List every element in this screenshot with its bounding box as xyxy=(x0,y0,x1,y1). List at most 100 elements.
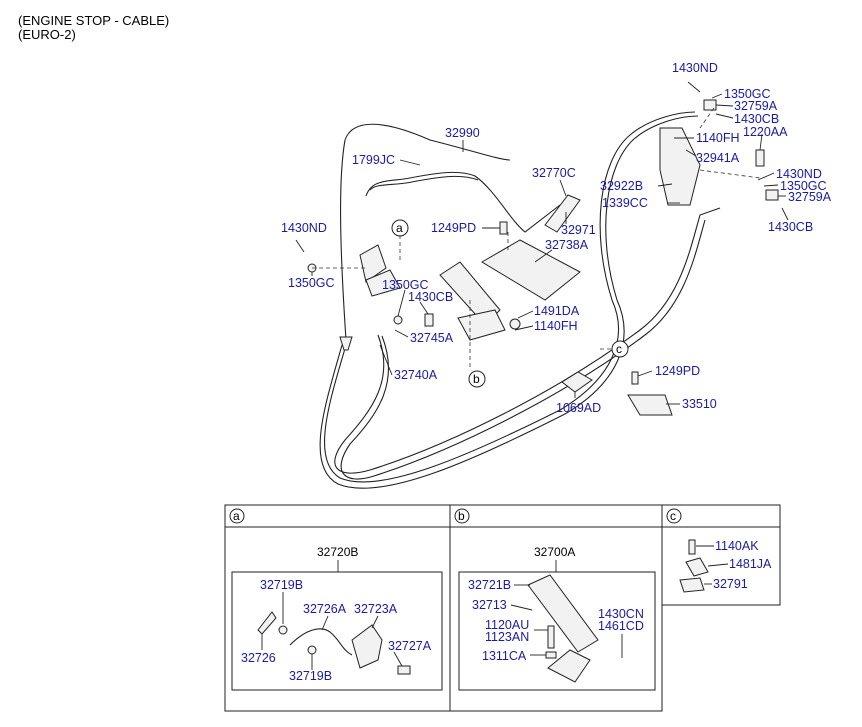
cable-32740a-outer xyxy=(340,219,706,480)
part-labels: 1430ND 1350GC 32759A 1430CB 1140FH 1220A… xyxy=(281,61,832,415)
detail-c-bracket xyxy=(679,577,705,593)
label-32941a[interactable]: 32941A xyxy=(696,151,740,165)
label-32922b[interactable]: 32922B xyxy=(600,179,643,193)
detail-b-frame xyxy=(449,504,663,712)
callouts: a b c xyxy=(391,219,629,388)
label-32759a-top[interactable]: 32759A xyxy=(734,99,778,113)
label-1430cb-right[interactable]: 1430CB xyxy=(768,220,813,234)
label-1311ca[interactable]: 1311CA xyxy=(482,649,527,663)
diagram-title: (ENGINE STOP - CABLE) xyxy=(18,13,170,28)
detail-b-assembly[interactable]: 32700A xyxy=(534,545,575,559)
bolt-1220aa xyxy=(755,149,765,167)
label-1799jc[interactable]: 1799JC xyxy=(352,153,395,167)
diagram-subtitle: (EURO-2) xyxy=(18,27,76,42)
label-32726[interactable]: 32726 xyxy=(241,651,276,665)
label-1481ja[interactable]: 1481JA xyxy=(729,557,772,571)
bracket-33510 xyxy=(627,394,673,416)
detail-c-tag-circle xyxy=(666,508,682,524)
detail-a-pin xyxy=(397,665,411,675)
label-32740a[interactable]: 32740A xyxy=(394,368,438,382)
detail-b-tag-circle xyxy=(454,508,470,524)
callout-a-text: a xyxy=(396,221,403,235)
label-32727a[interactable]: 32727A xyxy=(388,639,432,653)
bolt-1249pd-right xyxy=(631,371,639,385)
detail-a-cable xyxy=(289,628,353,656)
detail-a-assembly[interactable]: 32720B xyxy=(317,545,358,559)
detail-c-bolt xyxy=(688,539,696,555)
label-1140ak[interactable]: 1140AK xyxy=(715,539,759,553)
label-32713[interactable]: 32713 xyxy=(472,598,507,612)
lever-bracket-left-2 xyxy=(365,269,401,297)
detail-a-tag-circle xyxy=(229,508,245,524)
detail-b-tag: b xyxy=(458,509,465,523)
callout-c-circle[interactable] xyxy=(611,340,629,358)
label-1430cn[interactable]: 1430CN xyxy=(598,607,644,621)
pedal-base xyxy=(457,309,506,341)
label-33510[interactable]: 33510 xyxy=(682,397,717,411)
bracket-32922b xyxy=(659,127,701,206)
label-32745a[interactable]: 32745A xyxy=(410,331,454,345)
label-32719b-bottom[interactable]: 32719B xyxy=(289,669,332,683)
label-1339cc[interactable]: 1339CC xyxy=(602,196,648,210)
label-1069ad[interactable]: 1069AD xyxy=(556,401,601,415)
label-32719b-top[interactable]: 32719B xyxy=(260,578,303,592)
label-32791[interactable]: 32791 xyxy=(713,577,748,591)
detail-b-pedal-arm xyxy=(527,574,599,653)
cable-1799jc-inner xyxy=(369,175,479,191)
clip-32759a-right xyxy=(765,189,779,201)
detail-c-tag: c xyxy=(670,509,676,523)
label-1120au[interactable]: 1120AU xyxy=(485,618,529,632)
callout-a-circle[interactable] xyxy=(391,219,409,237)
label-32723a[interactable]: 32723A xyxy=(354,602,398,616)
detail-b: b 32700A 32721B 32713 1430CN 1461CD 1120… xyxy=(449,504,663,712)
cable-32740a xyxy=(334,207,721,474)
label-1140fh-mid[interactable]: 1140FH xyxy=(534,319,578,333)
detail-a-housing xyxy=(351,624,383,669)
label-1430nd-right[interactable]: 1430ND xyxy=(776,167,822,181)
label-1430cb-mid[interactable]: 1430CB xyxy=(408,290,453,304)
label-1350gc-right[interactable]: 1350GC xyxy=(780,179,827,193)
label-1220aa[interactable]: 1220AA xyxy=(743,125,788,139)
detail-a-inner-frame xyxy=(231,571,443,691)
bolt-1249pd-top xyxy=(499,221,508,235)
cable-upper-loop-outer xyxy=(319,115,699,489)
label-32726a[interactable]: 32726A xyxy=(303,602,347,616)
label-32971[interactable]: 32971 xyxy=(561,223,596,237)
cable-routing xyxy=(319,111,721,489)
label-32759a-right[interactable]: 32759A xyxy=(788,190,832,204)
label-1140fh-top[interactable]: 1140FH xyxy=(696,131,740,145)
cable-32990 xyxy=(340,123,511,341)
label-32721b[interactable]: 32721B xyxy=(468,578,511,592)
label-1430nd-left[interactable]: 1430ND xyxy=(281,221,327,235)
label-32770c[interactable]: 32770C xyxy=(532,166,576,180)
callout-b-text: b xyxy=(473,372,480,386)
label-1430nd-top[interactable]: 1430ND xyxy=(672,61,718,75)
label-1491da[interactable]: 1491DA xyxy=(534,304,580,318)
callout-b-circle[interactable] xyxy=(468,370,486,388)
label-1430cb-top[interactable]: 1430CB xyxy=(734,112,779,126)
detail-a-tag: a xyxy=(233,509,240,523)
label-1350gc-left[interactable]: 1350GC xyxy=(288,276,335,290)
guide-lines xyxy=(312,107,761,370)
pedal-pad-32738a xyxy=(481,239,581,301)
knob-32770c xyxy=(544,194,581,233)
label-32990[interactable]: 32990 xyxy=(445,126,480,140)
label-1350gc-mid[interactable]: 1350GC xyxy=(382,278,429,292)
label-1249pd-top[interactable]: 1249PD xyxy=(431,221,476,235)
label-1461cd[interactable]: 1461CD xyxy=(598,619,644,633)
leader-lines xyxy=(295,81,789,405)
pin-1430cb-mid xyxy=(424,313,434,327)
label-1123an[interactable]: 1123AN xyxy=(485,630,529,644)
detail-a-clip-bot xyxy=(307,645,317,655)
detail-c-clamp xyxy=(685,557,709,577)
label-1249pd-right[interactable]: 1249PD xyxy=(655,364,700,378)
detail-c: c 1140AK 1481JA 32791 xyxy=(661,504,781,606)
detail-a-lever xyxy=(257,611,277,635)
lever-bracket-left xyxy=(359,244,387,283)
label-32738a[interactable]: 32738A xyxy=(545,238,589,252)
sleeve-1069ad xyxy=(561,371,593,393)
label-1350gc-top[interactable]: 1350GC xyxy=(724,87,771,101)
washer-1350gc-mid xyxy=(393,315,403,325)
detail-a-clip-top xyxy=(278,625,288,635)
